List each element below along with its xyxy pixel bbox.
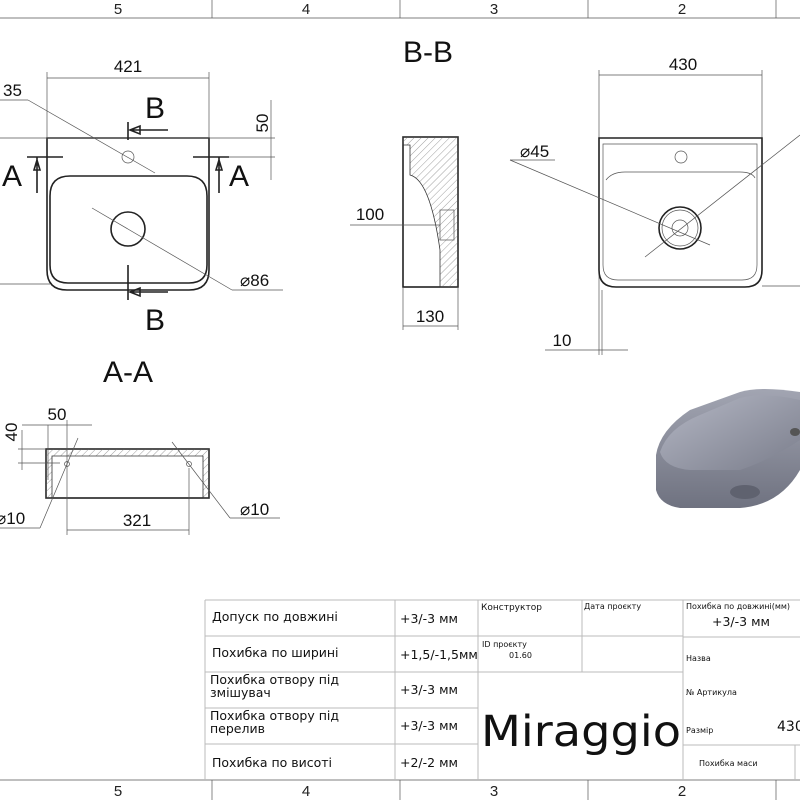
tap-hole-dimension: 35 — [3, 81, 22, 100]
offset-dimension: 50 — [253, 114, 272, 133]
column-number: 4 — [302, 1, 310, 18]
name-label: Назва — [686, 654, 711, 663]
offset-dimension: 50 — [48, 405, 67, 424]
section-bb-title: B-B — [403, 36, 453, 69]
section-b-label: B — [145, 92, 165, 125]
article-label: № Артикула — [686, 688, 737, 697]
tolerance-value: +1,5/-1,5мм — [400, 647, 478, 662]
section-b-label: B — [145, 304, 165, 337]
tolerance-label: Похибка по ширині — [212, 645, 339, 660]
column-number: 3 — [490, 1, 498, 18]
section-aa-title: A-A — [103, 356, 153, 389]
tolerance-value: +3/-3 мм — [400, 611, 458, 626]
length-tolerance-value: +3/-3 мм — [712, 614, 770, 629]
height-dimension: 130 — [416, 307, 444, 326]
hole-right-dimension: ⌀10 — [240, 500, 269, 519]
mass-tolerance-label: Похибка маси — [699, 759, 758, 768]
tolerance-label: Похибка отвору під перелив — [210, 709, 339, 736]
width-dimension: 430 — [669, 55, 697, 74]
section-a-label: A — [229, 160, 249, 193]
width-dimension: 421 — [114, 57, 142, 76]
height-dimension: 40 — [2, 423, 21, 442]
project-id-label: ID проєкту — [482, 640, 527, 649]
tolerance-label: Похибка по висоті — [212, 755, 332, 770]
column-number: 2 — [678, 783, 686, 800]
column-number: 5 — [114, 1, 122, 18]
tolerance-value: +3/-3 мм — [400, 682, 458, 697]
basin-3d-render — [656, 389, 800, 508]
tolerance-label: Похибка отвору під змішувач — [210, 673, 339, 700]
section-bb-view: B-B 130 100 — [350, 36, 459, 330]
drain-dimension: ⌀45 — [520, 142, 549, 161]
tolerance-label: Допуск по довжині — [212, 609, 338, 624]
section-aa-view: A-A 50 40 ⌀10 321 ⌀10 — [0, 356, 280, 535]
hole-left-dimension: ⌀10 — [0, 509, 25, 528]
column-number: 4 — [302, 783, 310, 800]
wall-dimension: 10 — [553, 331, 572, 350]
drain-dimension: ⌀86 — [240, 271, 269, 290]
title-block: Допуск по довжині +3/-3 мм Похибка по ши… — [210, 602, 800, 770]
top-view: 421 35 50 ⌀86 B B A A — [0, 57, 283, 337]
column-number: 2 — [678, 1, 686, 18]
tolerance-value: +2/-2 мм — [400, 755, 458, 770]
front-view: 430 ⌀45 10 — [509, 55, 800, 355]
brand-logo: Miraggio — [481, 707, 681, 757]
length-tolerance-label: Похибка по довжині(мм) — [686, 602, 790, 611]
column-number: 3 — [490, 783, 498, 800]
size-label: Размір — [686, 726, 713, 735]
project-date-label: Дата проєкту — [584, 602, 641, 611]
inner-width-dimension: 321 — [123, 511, 151, 530]
depth-dimension: 100 — [356, 205, 384, 224]
designer-label: Конструктор — [481, 603, 542, 613]
title-block-grid — [204, 599, 800, 780]
project-id-value: 01.60 — [509, 651, 532, 660]
column-number: 5 — [114, 783, 122, 800]
size-value: 430 — [777, 719, 800, 735]
tolerance-value: +3/-3 мм — [400, 718, 458, 733]
section-a-label: A — [2, 160, 22, 193]
